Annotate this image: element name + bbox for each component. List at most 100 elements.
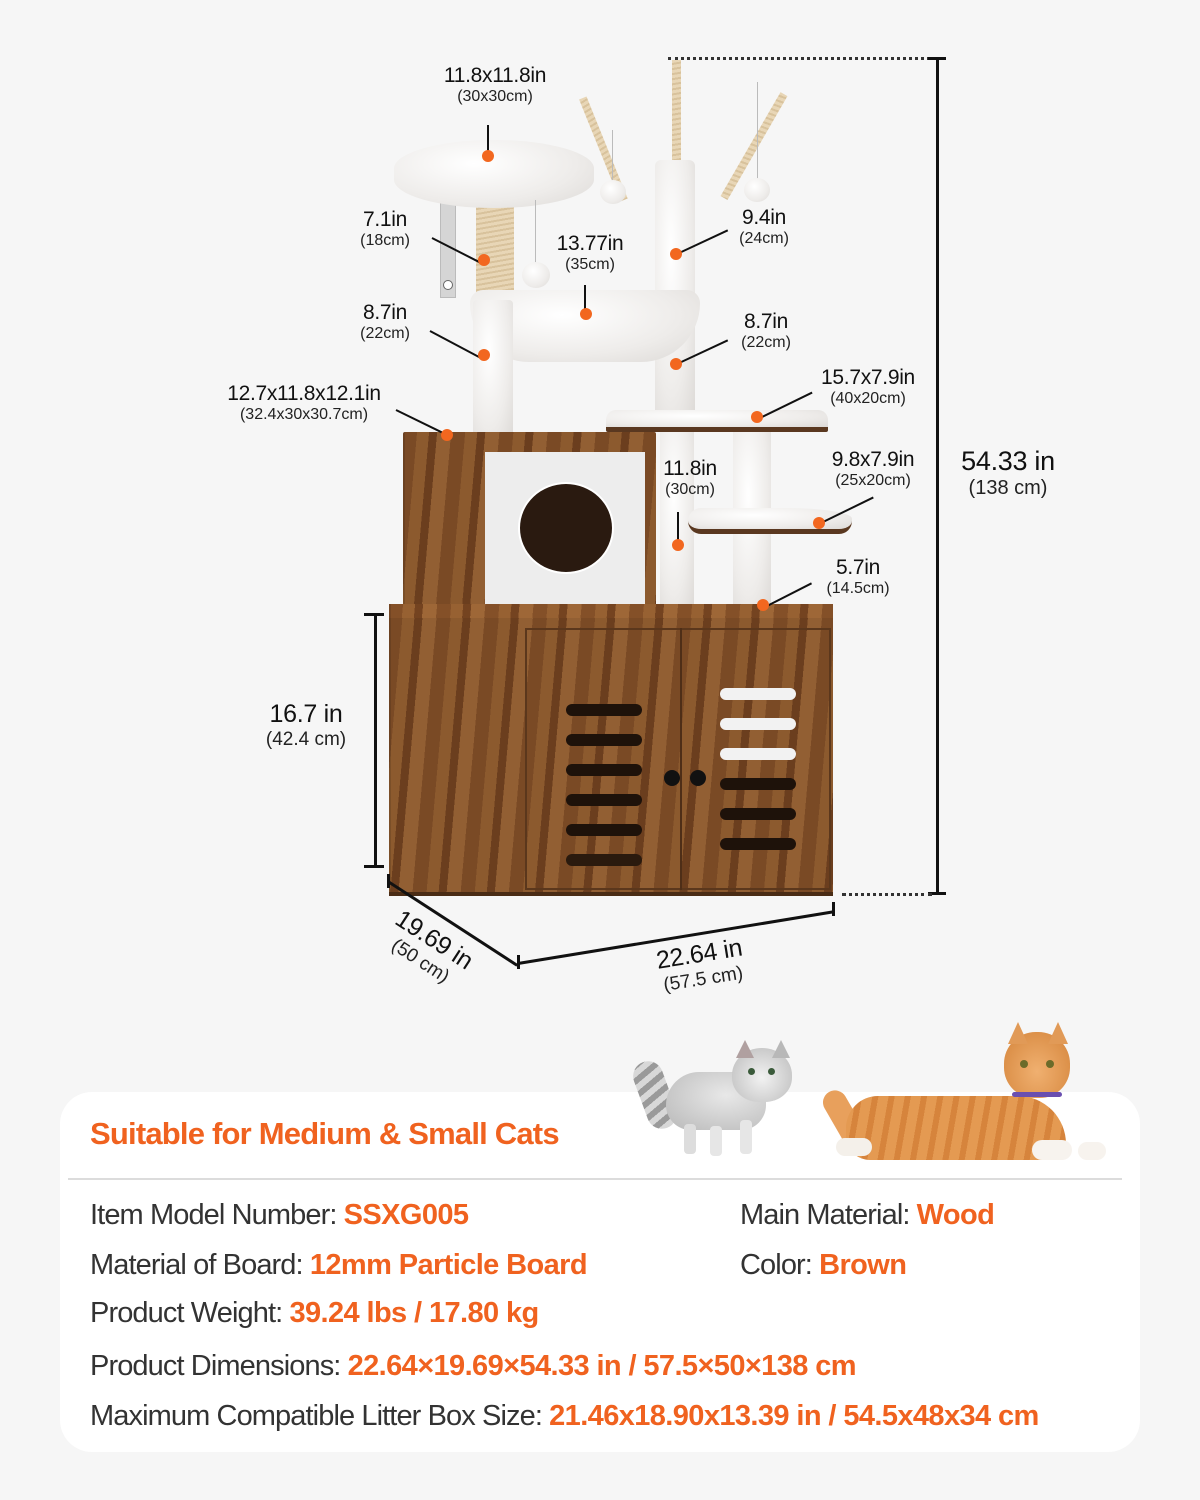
total-height-cap-top [928, 57, 946, 60]
dim-sub: (40x20cm) [830, 390, 906, 408]
dim-sub: (32.4x30x30.7cm) [239, 406, 369, 424]
dim-main: 7.1in [362, 208, 408, 231]
spec-label: Item Model Number: [90, 1199, 344, 1231]
grey-cat-image [628, 1040, 796, 1160]
toy-string [757, 82, 758, 182]
cabinet-doors [525, 628, 831, 890]
dim-main: 8.7in [362, 301, 408, 324]
spec-color: Color: Brown [740, 1249, 907, 1282]
width-cap-right [832, 902, 835, 916]
spec-label: Product Weight: [90, 1297, 290, 1329]
marker-dot [670, 248, 682, 260]
spec-litter-box-size: Maximum Compatible Litter Box Size: 21.4… [90, 1400, 1039, 1433]
dotted-top-guide [668, 57, 936, 60]
marker-dot [813, 517, 825, 529]
door-knob-left [664, 770, 680, 786]
depth-cap-left [387, 874, 390, 888]
dim-left-post: 8.7in (22cm) [345, 301, 425, 344]
marker-dot [482, 150, 494, 162]
dim-bottom-post: 5.7in (14.5cm) [815, 556, 901, 599]
top-perch [394, 140, 594, 208]
marker-dot [672, 539, 684, 551]
dim-hammock: 13.77in (35cm) [540, 232, 640, 275]
left-post [473, 300, 513, 442]
spec-label: Product Dimensions: [90, 1350, 348, 1382]
dim-condo-side-post: 11.8in (30cm) [656, 457, 724, 500]
dim-main: 54.33 in [961, 446, 1055, 476]
door-divider [680, 628, 682, 890]
spec-value: 39.24 lbs / 17.80 kg [289, 1297, 539, 1329]
door-slats-left [566, 704, 642, 866]
dim-middle-right-post: 8.7in (22cm) [726, 310, 806, 353]
marker-dot [478, 254, 490, 266]
cat-head-entrance [518, 482, 614, 574]
spec-model-number: Item Model Number: SSXG005 [90, 1199, 469, 1232]
marker-dot [757, 599, 769, 611]
spec-label: Material of Board: [90, 1249, 310, 1281]
toy-string [535, 200, 536, 265]
dim-main: 8.7in [743, 310, 789, 333]
spec-value: 22.64×19.69×54.33 in / 57.5×50×138 cm [347, 1350, 857, 1382]
spec-value: Brown [819, 1249, 907, 1281]
divider [68, 1178, 1122, 1180]
dim-sub: (14.5cm) [826, 580, 890, 598]
total-height-line [936, 58, 939, 894]
sisal-scratching-post [476, 200, 514, 295]
dim-cabinet-height: 16.7 in (42.4 cm) [248, 700, 364, 751]
pom-pom-toy [600, 180, 626, 204]
pom-pom-toy [522, 262, 550, 288]
cabinet-height-cap-top [364, 613, 384, 616]
dim-small-platform: 9.8x7.9in (25x20cm) [815, 448, 931, 491]
spec-label: Main Material: [740, 1199, 917, 1231]
total-height-cap-bottom [928, 892, 946, 895]
spec-weight: Product Weight: 39.24 lbs / 17.80 kg [90, 1297, 539, 1330]
marker-dot [670, 358, 682, 370]
dim-sub: (22cm) [360, 325, 410, 343]
card-title: Suitable for Medium & Small Cats [90, 1116, 560, 1151]
dotted-bottom-guide [842, 893, 932, 896]
spec-label: Maximum Compatible Litter Box Size: [90, 1400, 550, 1432]
dim-sub: (30x30cm) [457, 88, 533, 106]
spec-value: 21.46x18.90x13.39 in / 54.5x48x34 cm [549, 1400, 1039, 1432]
dim-main: 9.4in [741, 206, 787, 229]
leader-condo [395, 409, 445, 435]
dim-sub: (35cm) [565, 256, 615, 274]
spec-board-material: Material of Board: 12mm Particle Board [90, 1249, 588, 1282]
spec-value: 12mm Particle Board [309, 1249, 588, 1281]
sisal-branch [672, 60, 681, 190]
spec-value: SSXG005 [343, 1199, 469, 1231]
door-slats-right [720, 688, 796, 850]
dim-sub: (25x20cm) [835, 472, 911, 490]
dim-sub: (18cm) [360, 232, 410, 250]
spec-main-material: Main Material: Wood [740, 1199, 995, 1232]
dim-main: 15.7x7.9in [821, 366, 915, 389]
dim-sub: (24cm) [739, 230, 789, 248]
dim-sisal-post: 7.1in (18cm) [345, 208, 425, 251]
dim-main: 11.8in [663, 457, 717, 480]
spec-label: Color: [740, 1249, 820, 1281]
large-platform [606, 410, 828, 432]
marker-dot [580, 308, 592, 320]
dim-main: 13.77in [556, 232, 624, 255]
cabinet-height-cap-bottom [364, 865, 384, 868]
spec-value: Wood [916, 1199, 995, 1231]
dim-main: 11.8x11.8in [443, 64, 547, 87]
strap-ring [443, 280, 453, 290]
dim-main: 12.7x11.8x12.1in [227, 382, 381, 405]
dim-top-right-post: 9.4in (24cm) [724, 206, 804, 249]
pom-pom-toy [744, 178, 770, 202]
dim-sub: (42.4 cm) [265, 728, 347, 750]
orange-cat-image [818, 1022, 1112, 1172]
dim-sub: (30cm) [665, 481, 715, 499]
dim-main: 9.8x7.9in [831, 448, 915, 471]
cabinet-height-line [374, 614, 377, 866]
marker-dot [441, 429, 453, 441]
dim-main: 16.7 in [269, 700, 343, 728]
spec-dimensions: Product Dimensions: 22.64×19.69×54.33 in… [90, 1350, 857, 1383]
dim-sub: (138 cm) [968, 477, 1048, 500]
dim-top-perch: 11.8x11.8in (30x30cm) [420, 64, 570, 107]
toy-string [612, 130, 613, 190]
dim-large-platform: 15.7x7.9in (40x20cm) [808, 366, 928, 409]
door-knob-right [690, 770, 706, 786]
dim-sub: (22cm) [741, 334, 791, 352]
